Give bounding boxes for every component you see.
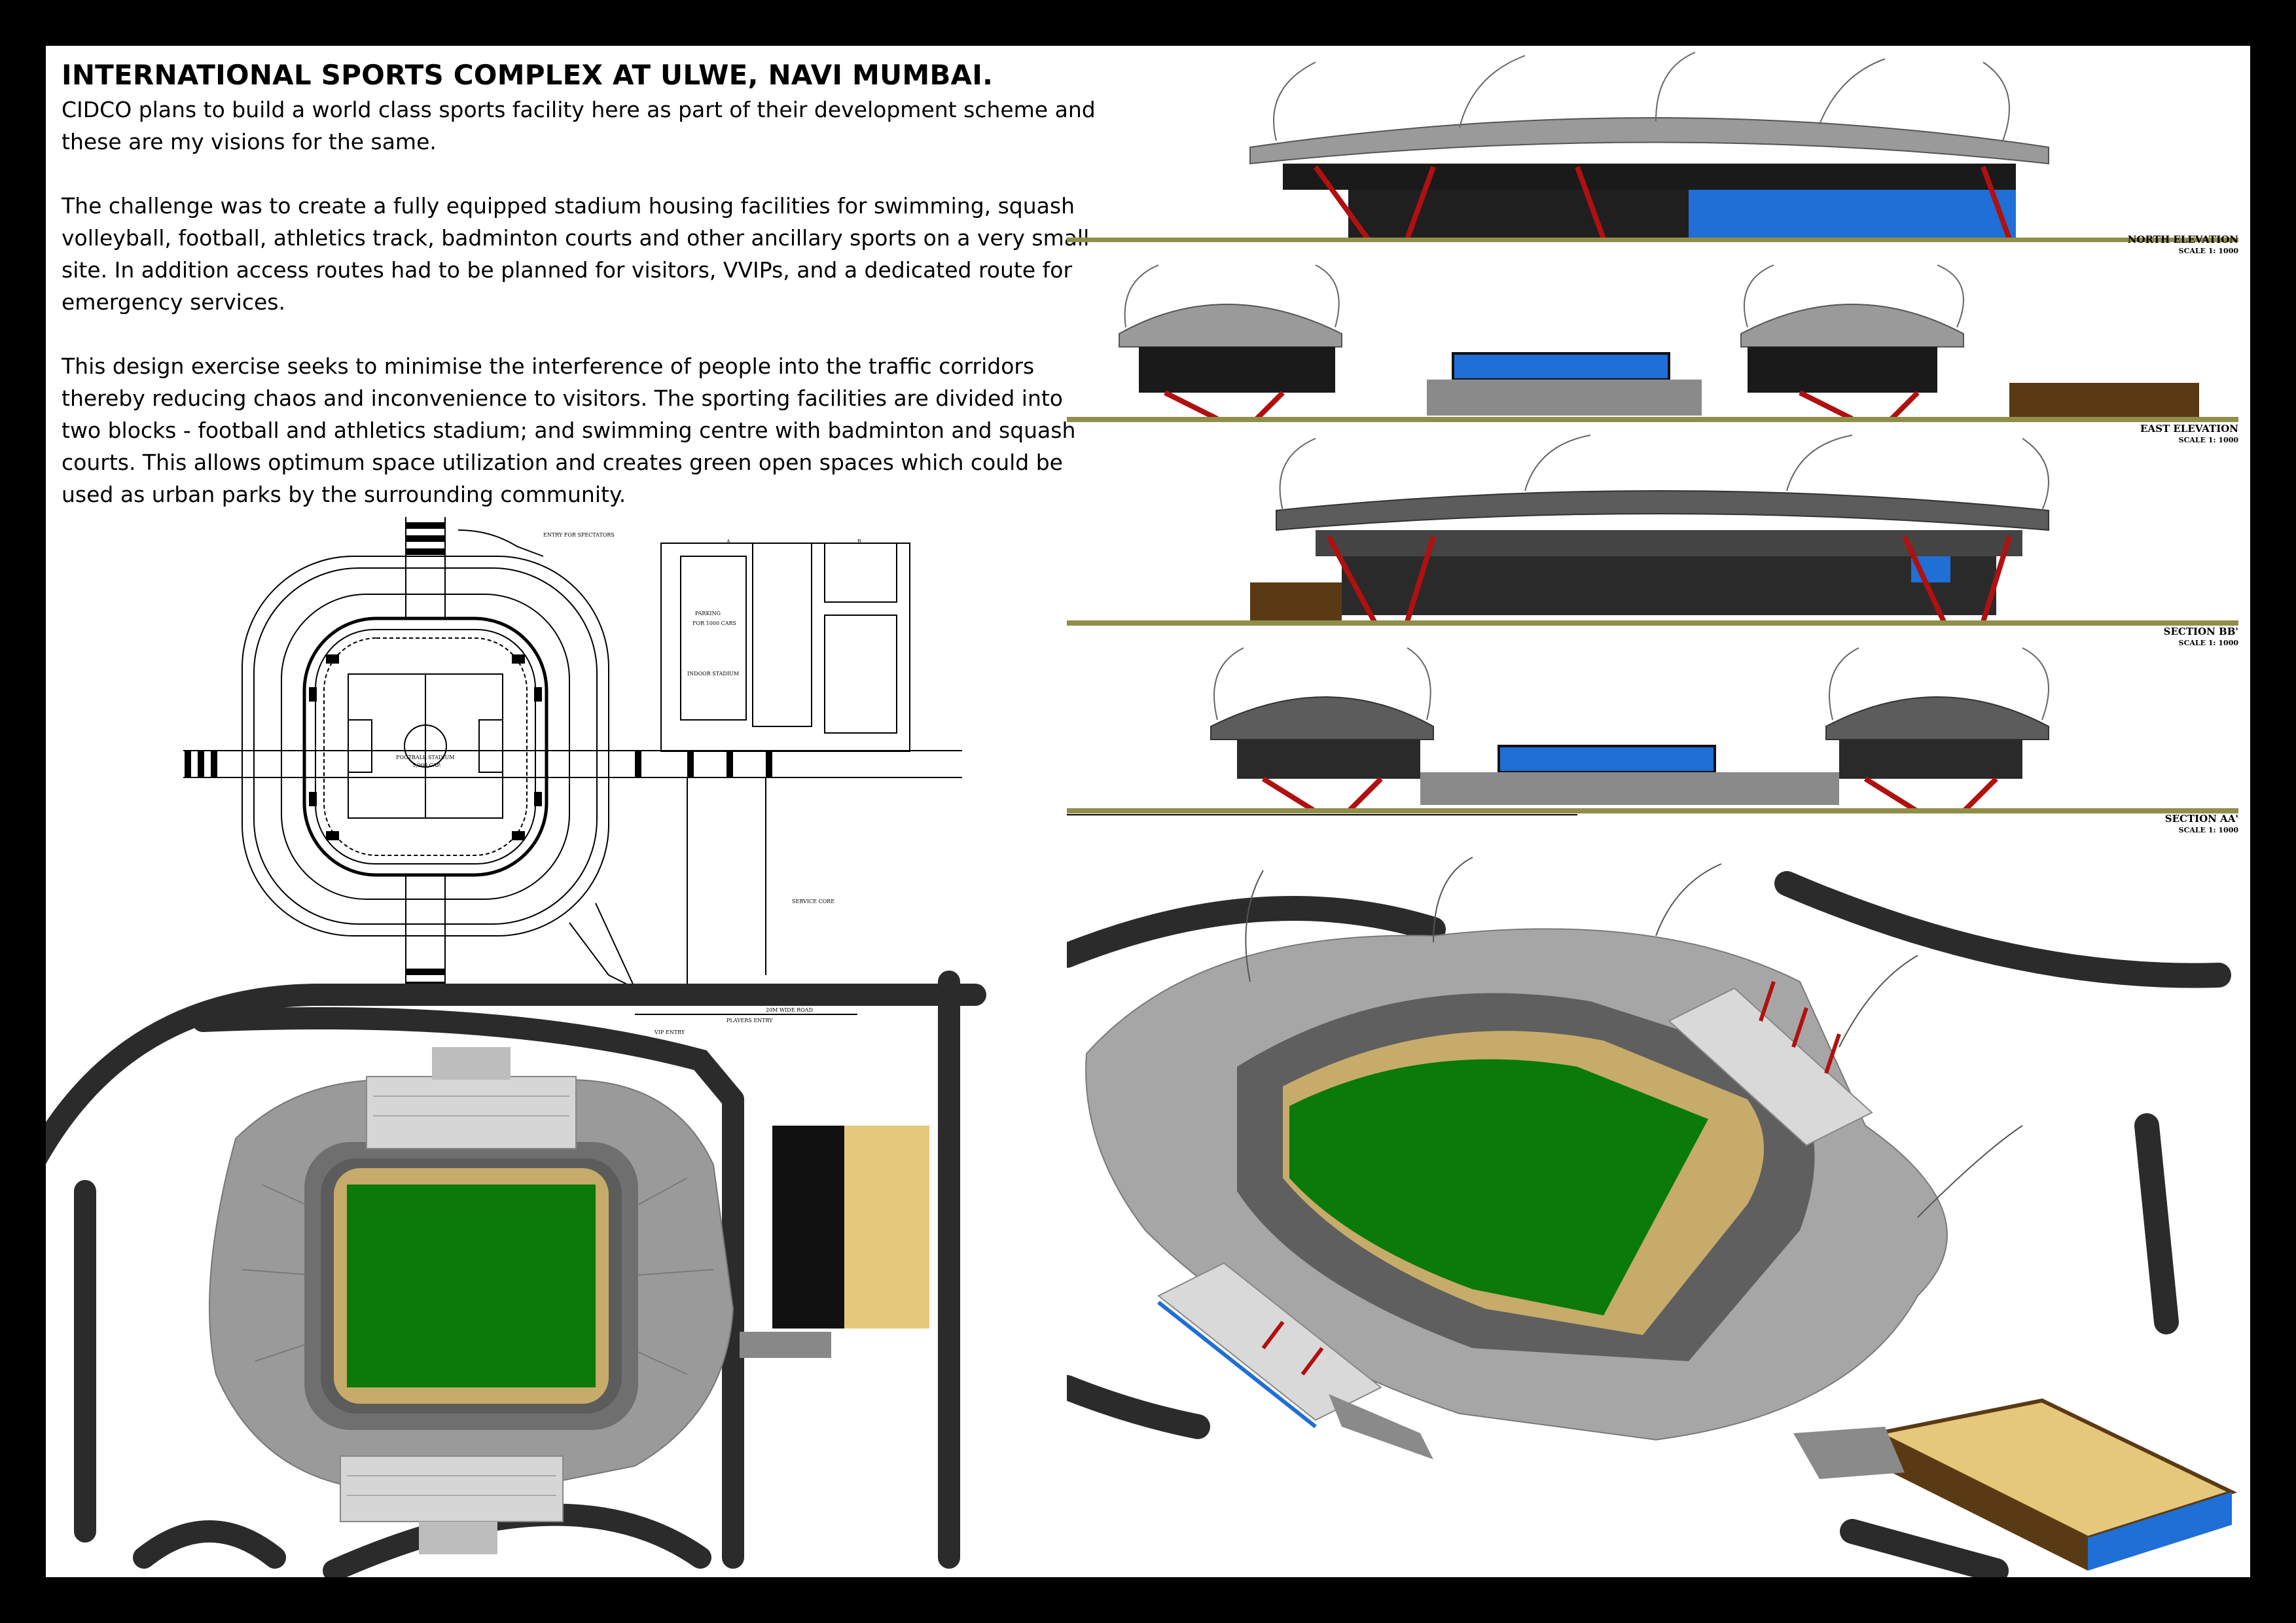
plan-label-vip-entry: VIP ENTRY: [654, 1029, 685, 1035]
east-elevation-blue-facade: [1452, 352, 1670, 381]
perspective-field: [1289, 1059, 1708, 1315]
plan-court-mark-a: A: [726, 539, 730, 544]
plan-label-players-entry: PLAYERS ENTRY: [726, 1018, 773, 1024]
plan-label-road-right: 20M WIDE ROAD: [766, 1007, 813, 1013]
section-bb-drawing: [1067, 435, 2238, 626]
plan-court-mark-b: B: [857, 539, 861, 544]
plan-label-service-core: SERVICE CORE: [792, 899, 834, 904]
plan-label-football-sub: 5,000 CAP.: [412, 762, 441, 768]
board-title: INTERNATIONAL SPORTS COMPLEX AT ULWE, NA…: [62, 59, 994, 91]
section-aa-ground: [1067, 808, 2238, 813]
north-elevation-drawing: [1067, 52, 2238, 242]
section-bb-ground: [1067, 620, 2238, 626]
plan-label-indoor-stadium: INDOOR STADIUM: [687, 671, 739, 677]
top-north-stand-roof: [366, 1076, 577, 1149]
presentation-board: INTERNATIONAL SPORTS COMPLEX AT ULWE, NA…: [46, 46, 2250, 1577]
plan-label-parking: PARKING: [695, 611, 721, 616]
north-elevation-label: NORTH ELEVATION: [2127, 234, 2238, 245]
top-football-field: [347, 1185, 596, 1387]
top-indoor-block-pool: [844, 1126, 929, 1329]
section-bb-scale: SCALE 1: 1000: [2178, 639, 2238, 647]
north-elevation-scale: SCALE 1: 1000: [2178, 247, 2238, 255]
plan-label-parking-sub: FOR 1000 CARS: [692, 620, 736, 626]
section-aa-blue-facade: [1498, 745, 1716, 774]
section-aa-drawing: [1067, 647, 2238, 815]
perspective-east-stand-roof: [1668, 987, 1873, 1147]
east-elevation-drawing: [1067, 264, 2238, 422]
plan-label-football-stadium: FOOTBALL STADIUM: [396, 755, 455, 760]
north-elevation-blue-facade: [1689, 190, 2016, 239]
design-paragraph: This design exercise seeks to minimise t…: [62, 353, 1076, 507]
top-view-render: [46, 971, 986, 1577]
top-indoor-block-dark: [772, 1126, 844, 1329]
section-aa-label: SECTION AA': [2164, 813, 2238, 825]
intro-paragraph: CIDCO plans to build a world class sport…: [62, 97, 1096, 154]
top-south-stand-roof: [340, 1455, 564, 1522]
east-elevation-label: EAST ELEVATION: [2140, 423, 2238, 435]
section-aa-scale: SCALE 1: 1000: [2178, 826, 2238, 834]
challenge-paragraph: The challenge was to create a fully equi…: [62, 193, 1090, 315]
north-elevation-ground: [1067, 238, 2238, 242]
description-block: INTERNATIONAL SPORTS COMPLEX AT ULWE, NA…: [62, 59, 1109, 543]
section-bb-label: SECTION BB': [2163, 626, 2238, 637]
east-elevation-scale: SCALE 1: 1000: [2178, 436, 2238, 444]
east-elevation-ground: [1067, 417, 2238, 422]
perspective-render: [1067, 857, 2238, 1577]
plan-label-entry-spectators: ENTRY FOR SPECTATORS: [543, 532, 615, 538]
